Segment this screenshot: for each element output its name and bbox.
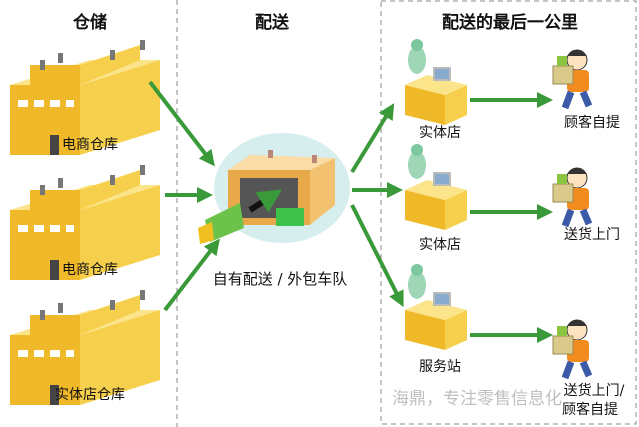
warehouse-label: 电商仓库 (62, 137, 118, 153)
store-icon (405, 144, 467, 230)
warehouse-label: 电商仓库 (62, 262, 118, 278)
delivery-person-icon (553, 168, 589, 226)
store-icon (405, 39, 467, 125)
customer-pickup-icon (553, 50, 589, 108)
flow-arrows (148, 80, 553, 343)
store-label: 服务站 (419, 359, 461, 375)
outcome-label: 顾客自提 (564, 115, 620, 131)
hub-label: 自有配送 / 外包车队 (212, 270, 348, 288)
column-title-last-mile: 配送的最后一公里 (442, 13, 578, 33)
hub-icon (198, 133, 350, 244)
outcome-label: 送货上门/ (563, 383, 625, 399)
store-label: 实体店 (419, 125, 461, 141)
store-label: 实体店 (419, 237, 461, 253)
watermark: 海鼎，专注零售信息化 (392, 389, 562, 409)
delivery-person-icon (553, 320, 589, 378)
last-mile-box (380, 0, 637, 425)
warehouse-label: 实体店仓库 (55, 387, 125, 403)
outcome-label: 送货上门 (564, 227, 620, 243)
column-title-delivery: 配送 (255, 13, 289, 33)
store-icon (405, 264, 467, 350)
column-title-storage: 仓储 (73, 13, 107, 33)
outcome-label: 顾客自提 (562, 402, 618, 418)
